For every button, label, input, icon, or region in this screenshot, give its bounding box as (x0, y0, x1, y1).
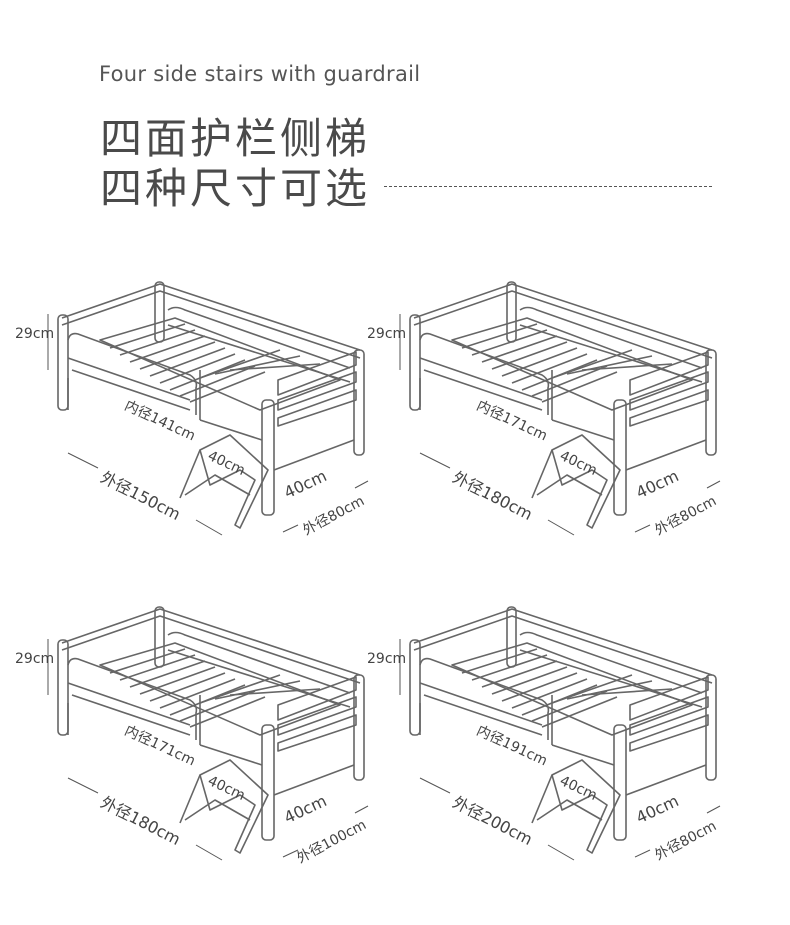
headline-line-1: 四面护栏侧梯 (100, 114, 371, 163)
height-label: 29cm (367, 326, 407, 342)
bed-diagram-4: 29cm 内径191cm 外径200cm 40cm 40cm 外径80cm (352, 595, 747, 895)
bed-drawing (399, 281, 721, 536)
headline-line-2: 四种尺寸可选 (100, 164, 371, 213)
dashed-divider (384, 186, 712, 187)
height-label: 29cm (15, 326, 55, 342)
bed-diagram-2: 29cm 内径171cm 外径180cm 40cm 40cm 外径80cm (352, 270, 747, 570)
bed-drawing (47, 606, 369, 861)
height-label: 29cm (15, 651, 55, 667)
bed-drawing (47, 281, 369, 536)
subtitle: Four side stairs with guardrail (99, 62, 421, 86)
bed-drawing (399, 606, 721, 861)
height-label: 29cm (367, 651, 407, 667)
bed-diagram-3: 29cm 内径171cm 外径180cm 40cm 40cm 外径100cm (0, 595, 395, 895)
bed-diagram-1: 29cm 内径141cm 外径150cm 40cm 40cm 外径80cm (0, 270, 395, 570)
